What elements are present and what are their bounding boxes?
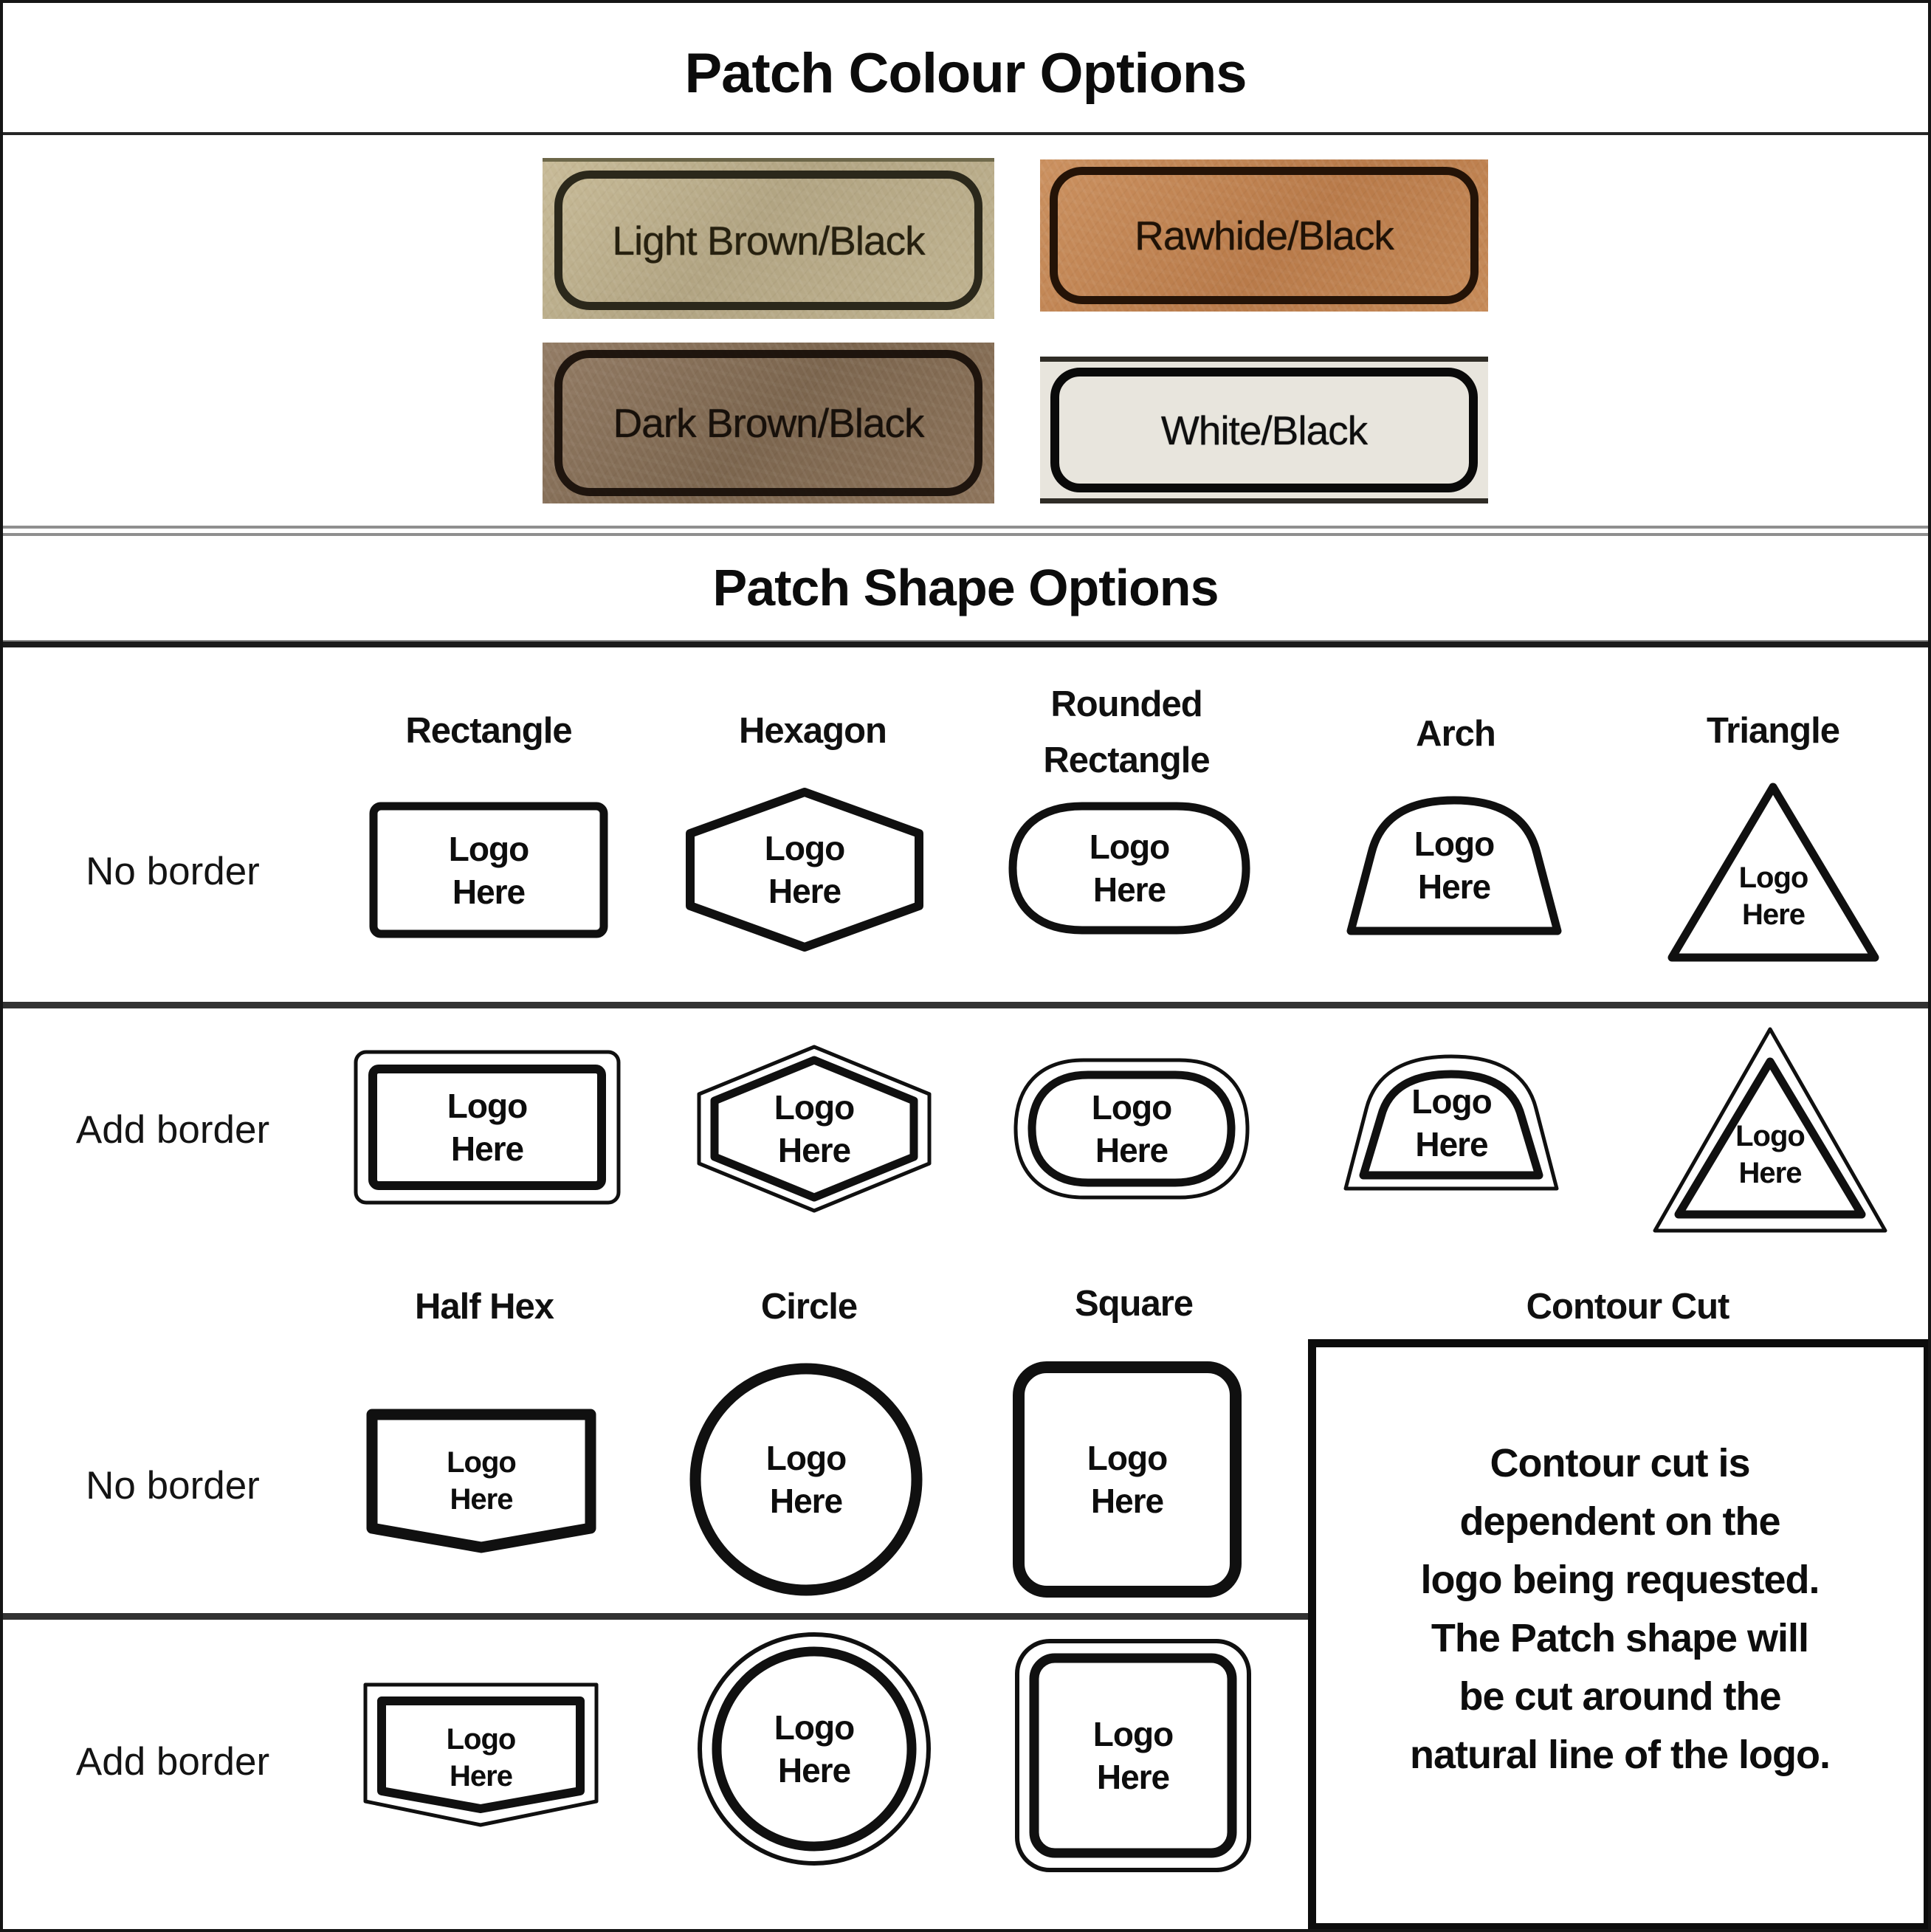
shape-rounded-rectangle-add-border: Logo Here xyxy=(1013,1057,1250,1200)
logo-placeholder: Logo Here xyxy=(765,1439,847,1520)
logo-placeholder: Logo Here xyxy=(1414,825,1495,906)
swatch-rawhide-black: Rawhide/Black xyxy=(1040,159,1488,312)
swatch-label: Rawhide/Black xyxy=(1135,213,1394,258)
logo-placeholder: Logo Here xyxy=(1092,1715,1174,1796)
logo-placeholder: Logo Here xyxy=(764,829,845,910)
shape-hexagon-no-border: Logo Here xyxy=(686,788,923,952)
logo-placeholder: Logo Here xyxy=(1089,828,1170,909)
swatch-dark-brown-black: Dark Brown/Black xyxy=(543,343,994,503)
divider xyxy=(3,132,1928,135)
half-hex-outline-icon xyxy=(366,1409,596,1553)
header-rectangle: Rectangle xyxy=(405,711,572,751)
shape-circle-add-border: Logo Here xyxy=(696,1631,932,1867)
swatch-white-black: White/Black xyxy=(1040,357,1488,503)
swatch-frame xyxy=(1050,368,1478,492)
shape-arch-no-border: Logo Here xyxy=(1335,795,1574,935)
divider xyxy=(3,526,1928,536)
contour-cut-note-box: Contour cut is dependent on the logo bei… xyxy=(1308,1339,1928,1929)
swatch-frame xyxy=(554,171,982,310)
triangle-outline-icon xyxy=(1667,783,1879,962)
logo-placeholder: Logo Here xyxy=(447,1445,517,1516)
circle-outline-icon xyxy=(689,1363,923,1596)
logo-placeholder: Logo Here xyxy=(1087,1439,1168,1520)
row-label-no-border: No border xyxy=(86,850,260,893)
shape-triangle-no-border: Logo Here xyxy=(1665,780,1882,965)
header-triangle: Triangle xyxy=(1707,711,1840,751)
contour-cut-note-text: Contour cut is dependent on the logo bei… xyxy=(1410,1441,1831,1777)
header-square: Square xyxy=(1074,1284,1194,1324)
swatch-label: White/Black xyxy=(1160,407,1368,453)
divider xyxy=(3,640,1928,647)
logo-placeholder: Logo Here xyxy=(1411,1082,1492,1163)
divider xyxy=(3,1002,1928,1008)
row-label-add-border: Add border xyxy=(75,1108,270,1152)
logo-placeholder: Logo Here xyxy=(446,1723,517,1792)
shape-hexagon-add-border: Logo Here xyxy=(696,1044,932,1214)
swatch-label: Dark Brown/Black xyxy=(613,400,924,446)
header-hexagon: Hexagon xyxy=(739,711,887,751)
shape-circle-no-border: Logo Here xyxy=(688,1361,924,1598)
header-circle: Circle xyxy=(760,1287,858,1327)
rectangle-outline-icon xyxy=(369,802,608,938)
arch-outline-icon xyxy=(1346,796,1562,935)
shape-square-add-border: Logo Here xyxy=(1014,1638,1252,1873)
logo-placeholder: Logo Here xyxy=(1738,862,1809,931)
swatch-light-brown-black: Light Brown/Black xyxy=(543,158,994,319)
logo-placeholder: Logo Here xyxy=(774,1088,855,1169)
logo-placeholder: Logo Here xyxy=(774,1708,855,1790)
half-hex-double-outline-icon xyxy=(363,1682,599,1827)
logo-placeholder: Logo Here xyxy=(1735,1120,1806,1189)
header-arch: Arch xyxy=(1416,714,1496,754)
hexagon-double-outline-icon xyxy=(697,1045,932,1213)
shape-half-hex-no-border: Logo Here xyxy=(363,1406,599,1555)
shape-square-no-border: Logo Here xyxy=(1013,1361,1242,1598)
logo-placeholder: Logo Here xyxy=(448,829,529,911)
colour-options-title: Patch Colour Options xyxy=(684,42,1247,105)
logo-placeholder: Logo Here xyxy=(447,1087,528,1168)
swatch-label: Light Brown/Black xyxy=(612,217,925,264)
shape-rounded-rectangle-no-border: Logo Here xyxy=(1008,802,1250,935)
swatch-frame xyxy=(1050,167,1479,304)
divider xyxy=(3,1613,1308,1620)
shape-triangle-add-border: Logo Here xyxy=(1648,1023,1893,1238)
header-rounded-rectangle: Rounded Rectangle xyxy=(1043,684,1210,780)
circle-double-outline-icon xyxy=(698,1632,931,1866)
arch-double-outline-icon xyxy=(1343,1054,1559,1191)
rounded-rectangle-double-outline-icon xyxy=(1013,1058,1250,1200)
shape-arch-add-border: Logo Here xyxy=(1332,1053,1571,1193)
logo-placeholder: Logo Here xyxy=(1091,1088,1172,1169)
header-half-hex: Half Hex xyxy=(414,1287,554,1327)
shape-options-title: Patch Shape Options xyxy=(712,559,1219,616)
swatch-frame xyxy=(554,350,982,496)
shape-half-hex-add-border: Logo Here xyxy=(361,1680,601,1835)
shape-rectangle-no-border: Logo Here xyxy=(369,802,608,938)
row-label-no-border: No border xyxy=(86,1464,260,1508)
hexagon-outline-icon xyxy=(686,788,923,952)
shape-rectangle-add-border: Logo Here xyxy=(354,1050,621,1205)
square-outline-icon xyxy=(1013,1361,1242,1598)
triangle-double-outline-icon xyxy=(1653,1027,1887,1233)
row-label-add-border: Add border xyxy=(75,1740,270,1784)
header-contour-cut: Contour Cut xyxy=(1526,1287,1730,1327)
rounded-rectangle-outline-icon xyxy=(1008,802,1250,935)
square-double-outline-icon xyxy=(1015,1639,1251,1872)
rectangle-double-outline-icon xyxy=(354,1050,621,1205)
